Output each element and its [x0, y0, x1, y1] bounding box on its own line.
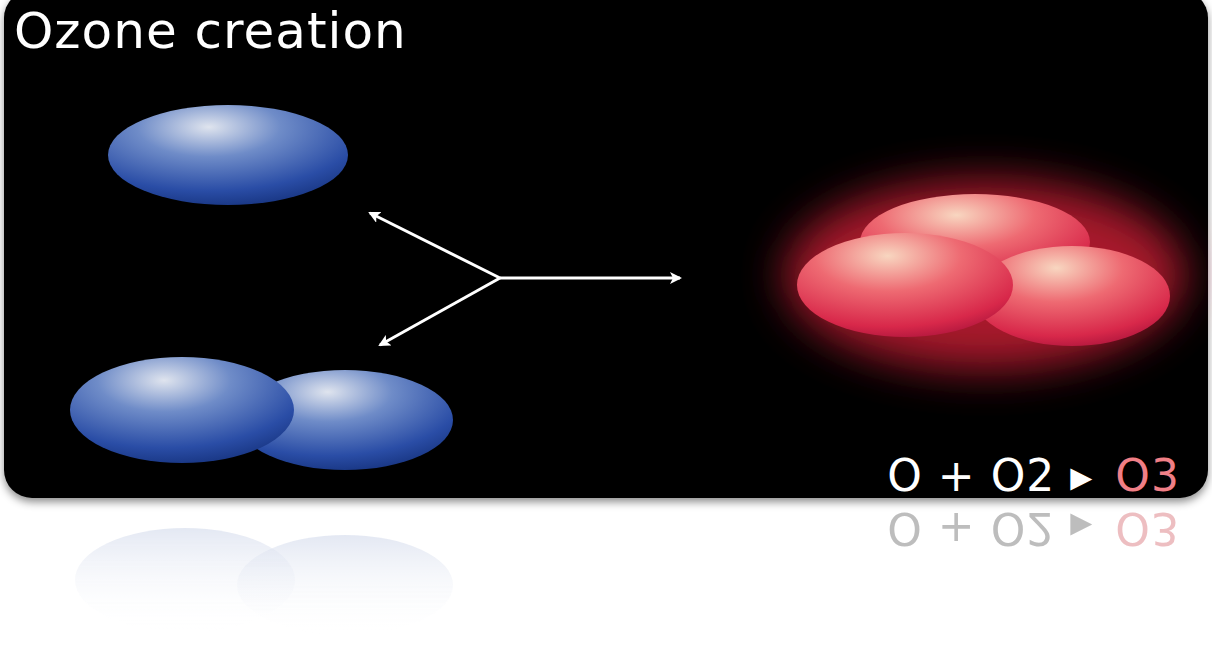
ozone-molecule — [785, 180, 1185, 370]
oxygen-atom — [108, 105, 348, 205]
formula-reflection: O3 — [1115, 506, 1180, 550]
ozone-formula: O3 — [1115, 454, 1180, 498]
black-panel — [4, 0, 1208, 498]
equation-text: O + O2 ▸ — [887, 454, 1093, 498]
molecule-reflection — [75, 528, 453, 635]
oxygen-molecule — [70, 357, 453, 470]
title: Ozone creation — [14, 6, 407, 56]
reaction-arrows — [370, 213, 680, 345]
equation-reflection: O + O2 ▸ — [887, 506, 1093, 550]
